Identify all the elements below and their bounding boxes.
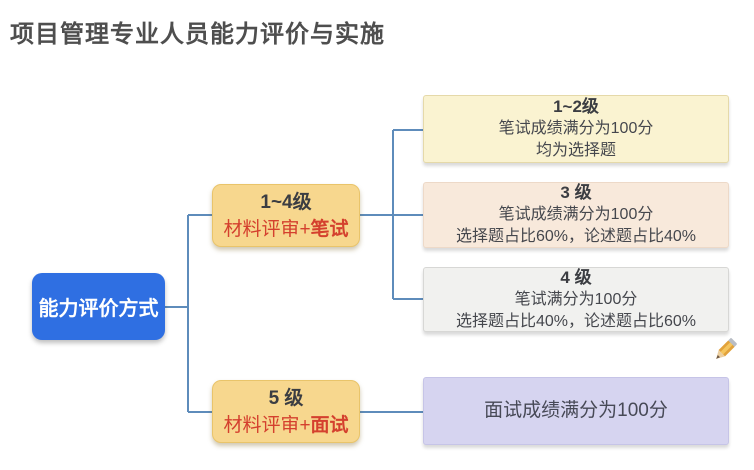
page-title: 项目管理专业人员能力评价与实施 [10,21,385,48]
leaf-line: 均为选择题 [535,142,616,159]
node-level-5-detail: 面试成绩满分为100分 [423,377,729,445]
leaf-line: 面试成绩满分为100分 [484,400,668,421]
branch-level-label: 1~4级 [260,191,312,213]
leaf-line: 选择题占比40%，论述题占比60% [455,312,697,330]
leaf-line: 笔试成绩满分为100分 [498,120,654,137]
leaf-line: 笔试满分为100分 [514,290,638,308]
method-prefix: 材料评审+ [223,218,311,240]
node-level-1-2-detail: 1~2级 笔试成绩满分为100分 均为选择题 [423,95,729,163]
method-highlight: 笔试 [310,218,349,240]
node-level-4-detail: 4 级 笔试满分为100分 选择题占比40%，论述题占比60% [423,267,729,332]
leaf-heading: 3 级 [560,183,592,202]
leaf-line: 笔试成绩满分为100分 [498,206,654,223]
leaf-heading: 1~2级 [553,97,599,116]
node-level-1-4-review-written: 1~4级 材料评审+笔试 [212,184,360,247]
method-highlight: 面试 [310,414,349,436]
connector-path [165,129,423,413]
node-level-5-review-interview: 5 级 材料评审+面试 [212,380,360,443]
branch-method-label: 材料评审+笔试 [223,216,348,243]
root-label: 能力评价方式 [38,298,159,320]
leaf-heading: 4 级 [560,267,592,287]
method-prefix: 材料评审+ [223,414,311,436]
node-level-3-detail: 3 级 笔试成绩满分为100分 选择题占比60%，论述题占比40% [423,182,729,248]
branch-method-label: 材料评审+面试 [223,412,348,439]
leaf-line: 选择题占比60%，论述题占比40% [455,228,697,245]
node-capability-evaluation-method: 能力评价方式 [32,273,165,340]
pencil-icon [716,338,737,359]
branch-level-label: 5 级 [268,387,304,409]
